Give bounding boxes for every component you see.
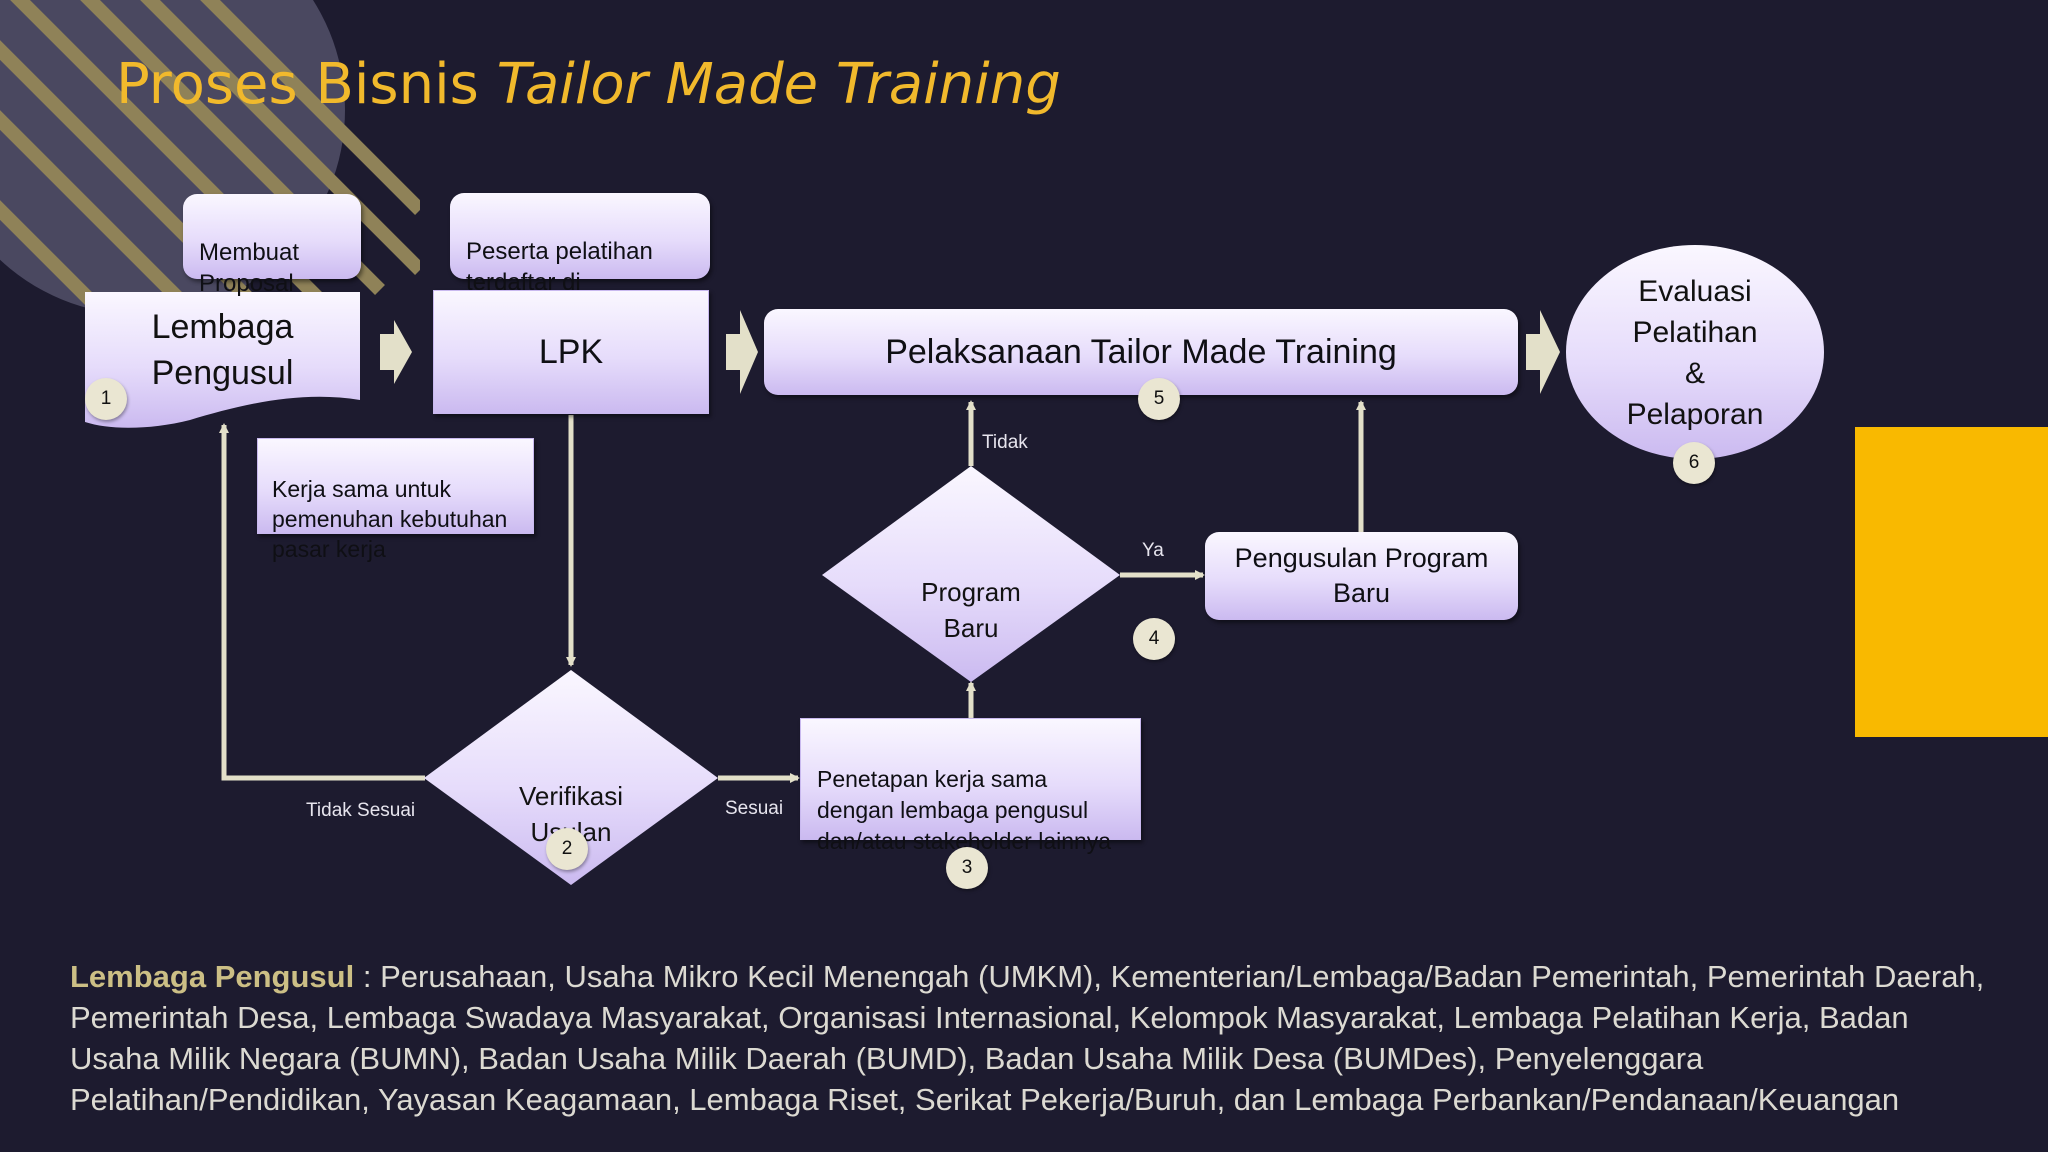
penetapan-kerja-sama-text: Penetapan kerja sama dengan lembaga peng… bbox=[817, 766, 1112, 854]
program-baru-text: Program Baru bbox=[921, 577, 1021, 643]
evaluasi-text: Evaluasi Pelatihan & Pelaporan bbox=[1626, 274, 1764, 431]
label-tidak: Tidak bbox=[982, 432, 1028, 453]
pelaksanaan-box: Pelaksanaan Tailor Made Training bbox=[764, 309, 1518, 395]
membuat-proposal-box: Membuat Proposal bbox=[183, 194, 361, 297]
label-ya: Ya bbox=[1142, 540, 1164, 561]
kerja-sama-box: Kerja sama untuk pemenuhan kebutuhan pas… bbox=[257, 438, 534, 562]
step-badge-3: 3 bbox=[946, 847, 988, 889]
accent-block bbox=[1855, 427, 2048, 737]
decision-verifikasi-usulan bbox=[424, 670, 718, 885]
evaluasi-node: Evaluasi Pelatihan & Pelaporan bbox=[1566, 255, 1824, 450]
step-badge-1: 1 bbox=[85, 378, 127, 420]
footer-term: Lembaga Pengusul bbox=[70, 959, 355, 994]
kerja-sama-text: Kerja sama untuk pemenuhan kebutuhan pas… bbox=[272, 476, 508, 562]
lembaga-pengusul: Lembaga Pengusul bbox=[85, 300, 360, 400]
title-italic: Tailor Made Training bbox=[496, 52, 1061, 117]
block-arrow-3 bbox=[1526, 310, 1560, 394]
footer-definition: Lembaga Pengusul : Perusahaan, Usaha Mik… bbox=[70, 956, 1990, 1120]
decision-program-baru bbox=[822, 466, 1120, 682]
pengusulan-program-baru-text: Pengusulan Program Baru bbox=[1234, 543, 1489, 608]
footer-definition-text: : Perusahaan, Usaha Mikro Kecil Menengah… bbox=[70, 959, 1985, 1117]
step-badge-6: 6 bbox=[1673, 442, 1715, 484]
pelaksanaan-text: Pelaksanaan Tailor Made Training bbox=[885, 332, 1397, 371]
evaluasi-ellipse bbox=[1566, 245, 1824, 459]
step-badge-2: 2 bbox=[546, 828, 588, 870]
penetapan-kerja-sama-box: Penetapan kerja sama dengan lembaga peng… bbox=[800, 718, 1141, 854]
slide-title: Proses Bisnis Tailor Made Training bbox=[116, 52, 1061, 117]
lembaga-pengusul-shape bbox=[85, 292, 360, 428]
step-badge-5: 5 bbox=[1138, 378, 1180, 420]
arrow-tidak-sesuai bbox=[219, 423, 425, 781]
label-tidak-sesuai: Tidak Sesuai bbox=[306, 800, 416, 821]
program-baru-label: Program Baru bbox=[880, 538, 1062, 646]
label-sesuai: Sesuai bbox=[725, 798, 784, 819]
lpk-text: LPK bbox=[538, 332, 604, 371]
lembaga-pengusul-text: Lembaga Pengusul bbox=[151, 308, 294, 392]
pengusulan-program-baru-box: Pengusulan Program Baru bbox=[1205, 532, 1518, 620]
block-arrow-1 bbox=[380, 320, 412, 384]
peserta-pelatihan-box: Peserta pelatihan terdaftar di SIAPkerja bbox=[450, 193, 710, 327]
block-arrow-2 bbox=[726, 310, 758, 394]
title-plain: Proses Bisnis bbox=[116, 52, 497, 117]
step-badge-4: 4 bbox=[1133, 618, 1175, 660]
lpk-box: LPK bbox=[433, 290, 709, 414]
membuat-proposal-text: Membuat Proposal bbox=[199, 239, 300, 297]
